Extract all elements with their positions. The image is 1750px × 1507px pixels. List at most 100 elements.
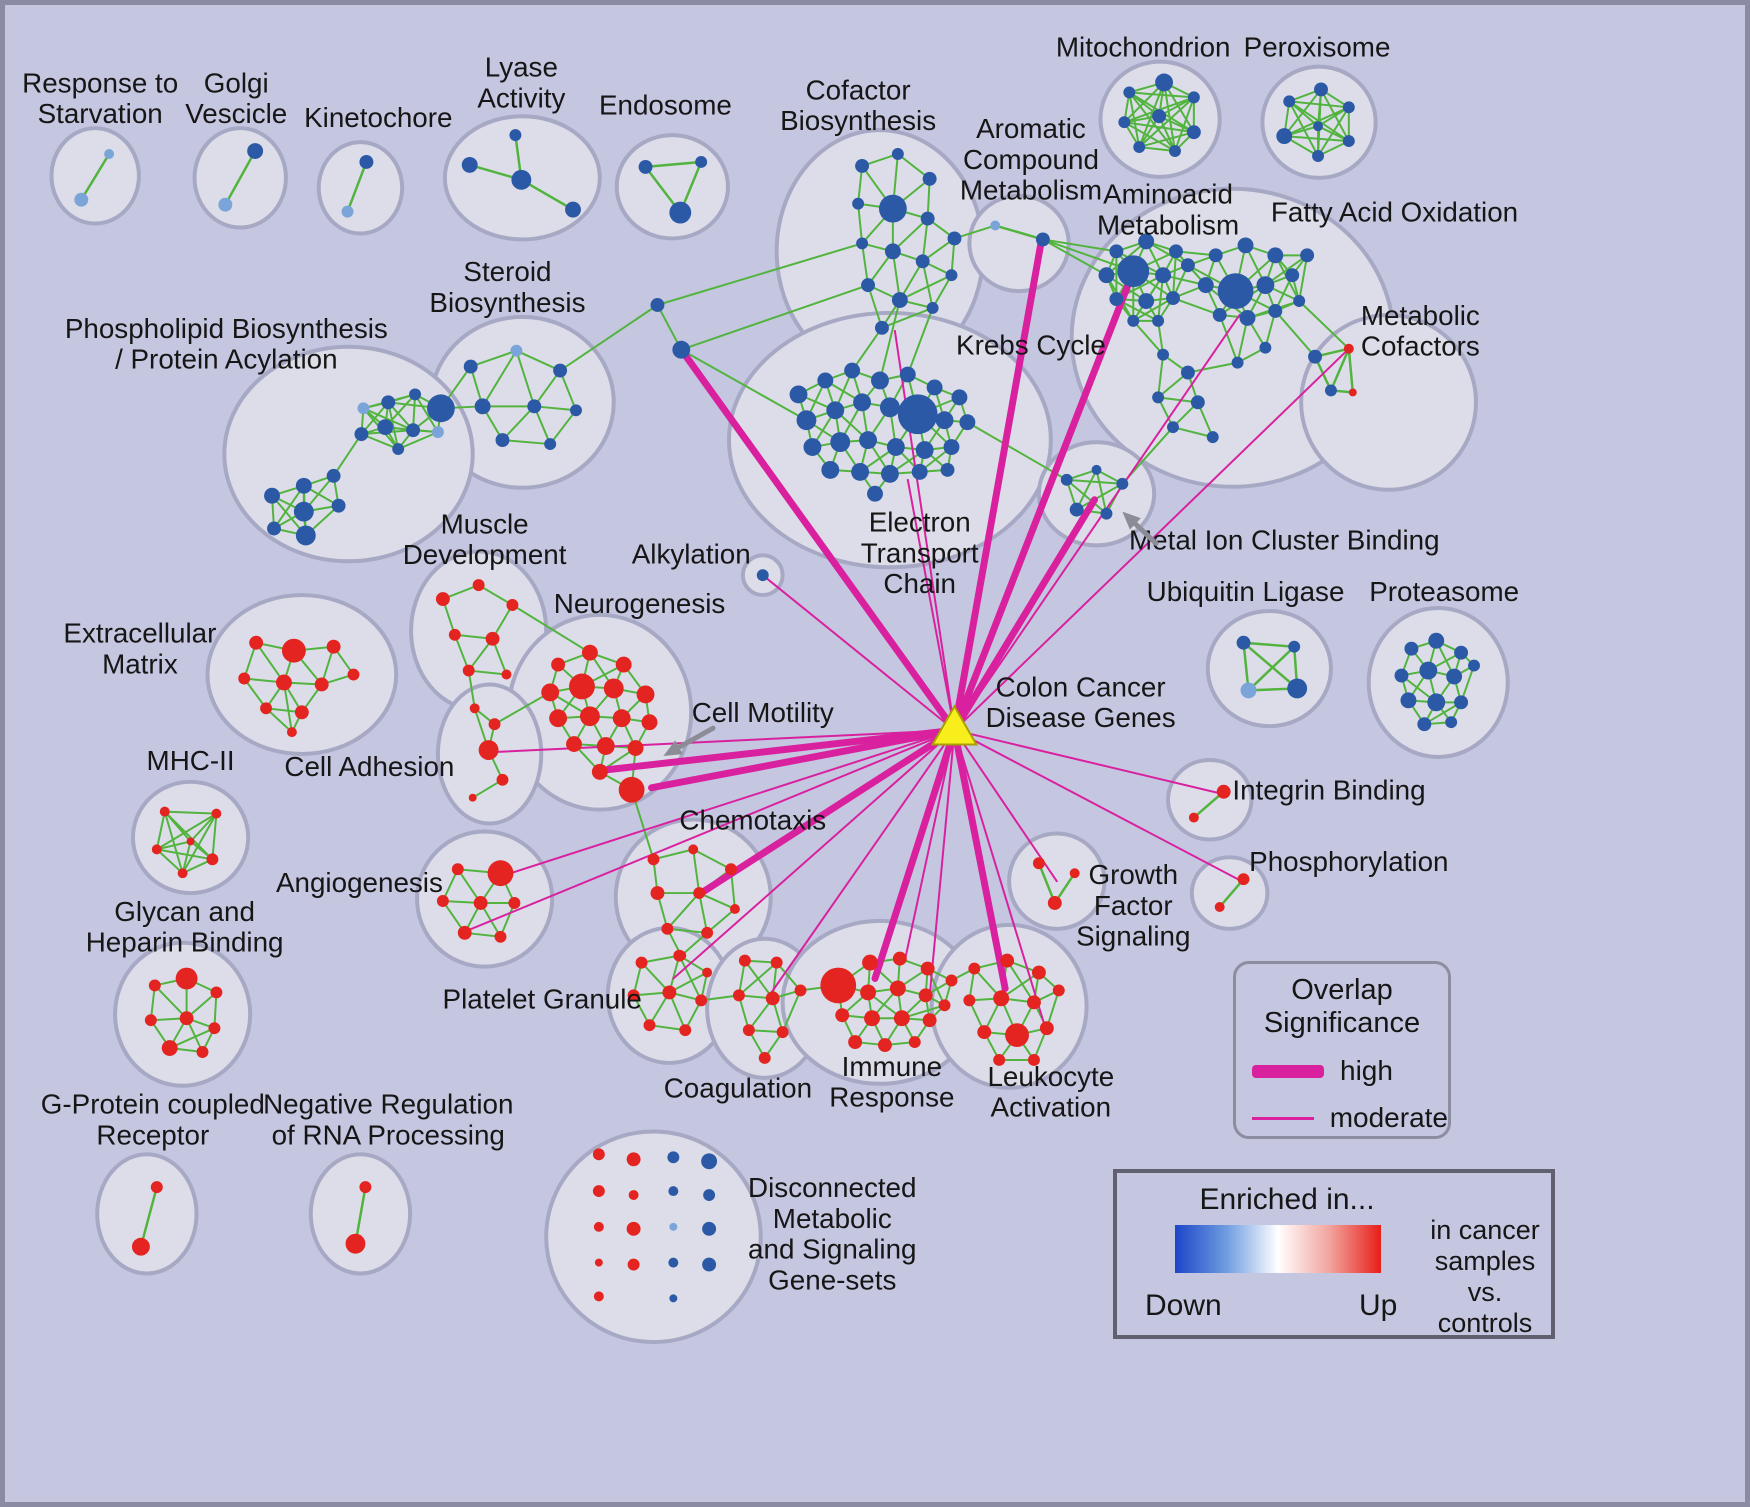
gene-set-edge [1172,297,1221,316]
pointer-arrow [1132,521,1159,546]
gene-set-edge [706,907,736,934]
gene-set-node [1312,150,1325,162]
gene-set-edge [1041,238,1135,273]
gene-set-node [151,844,162,855]
gene-set-node [1287,678,1308,699]
gene-set-node [1069,502,1084,517]
gene-set-node [474,398,491,415]
overlap-edge-high [648,726,958,792]
gene-set-edge [640,954,681,964]
gene-set-node [945,974,958,987]
gene-set-node [341,205,354,218]
gene-set-edge [477,584,514,606]
gene-set-node [945,269,958,282]
gene-set-node [1116,477,1129,490]
gene-set-node [725,863,737,876]
gene-set-edge [80,152,111,201]
gene-set-edge [559,304,659,372]
gene-set-node [175,967,198,990]
gene-set-node [569,673,595,700]
gene-set-node [544,438,557,451]
gene-set-node [695,994,708,1007]
gene-set-node [1133,141,1146,154]
gene-set-node [468,793,477,802]
gene-set-node [345,1233,366,1254]
cluster-label-phosphorylation: Phosphorylation [1249,846,1448,877]
gene-set-edge [1163,81,1176,153]
gene-set-node [426,394,455,423]
gene-set-node [1283,95,1296,108]
gene-set-node [179,1011,194,1026]
gene-set-node [688,844,699,855]
gene-set-node [1052,984,1065,997]
overlap-edge-high [950,496,1099,734]
gene-set-edge [1163,81,1195,134]
gene-set-edge [1138,81,1166,149]
gene-set-node [695,155,708,168]
gene-set-node [848,1035,863,1050]
gene-set-node [267,521,281,536]
gene-set-edge [139,1185,159,1248]
gene-set-node [247,143,264,159]
gene-set-node [1167,421,1179,434]
gene-set-node [1109,292,1124,306]
cluster-label-proteasome: Proteasome [1369,576,1519,607]
gene-set-edge [1041,238,1118,253]
cluster-kinetochore [316,140,405,236]
gene-set-edge [255,641,285,684]
gene-set-node [915,441,934,459]
gene-set-node [1138,233,1155,250]
gene-set-node [673,949,686,962]
gene-set-edge [743,959,774,1000]
gene-set-node [186,837,195,846]
gene-set-node [935,411,954,430]
gene-set-node [1468,659,1480,672]
cluster-label-kinetochore: Kinetochore [304,102,452,133]
gene-set-edge [1138,131,1195,149]
gene-set-node [627,1258,640,1271]
gene-set-node [852,197,865,210]
gene-set-node [448,628,461,641]
cluster-label-phospholipid-protein-acylation: Phospholipid Biosynthesis/ Protein Acyla… [65,313,388,375]
cluster-phosphorylation [1189,855,1270,931]
gene-set-node [922,171,937,186]
gene-set-node [959,414,976,431]
cluster-label-angiogenesis: Angiogenesis [276,867,443,898]
gene-set-node [593,1291,604,1302]
gene-set-edge [211,812,218,861]
gene-set-node [392,443,405,455]
gene-set-node [861,278,875,293]
gene-set-node [1155,73,1174,92]
gene-set-edge [775,961,802,992]
gene-set-node [1427,693,1446,712]
gene-set-edge [414,393,439,434]
cluster-label-peroxisome: Peroxisome [1244,32,1391,63]
gene-set-edge [1186,361,1239,374]
gene-set-node [295,525,316,546]
gene-set-node [144,1014,157,1027]
gene-set-node [1032,857,1045,870]
gene-set-edge [1274,309,1317,358]
gene-set-node [1109,244,1124,259]
gene-set-node [551,657,566,672]
cluster-g-protein-coupled-receptor [95,1152,199,1276]
gene-set-node [1035,232,1050,247]
gene-set-node [177,868,188,879]
enriched-in-title: Enriched in... [1199,1183,1375,1216]
gene-set-node [1127,314,1140,327]
gene-set-node [463,359,478,374]
gene-set-node [732,989,745,1002]
gene-set-node [238,672,251,685]
gene-set-node [701,1153,718,1170]
gene-set-node [920,211,935,226]
gene-set-node [758,1052,771,1064]
overlap-edge-moderate [928,729,956,998]
gene-set-node [862,954,878,971]
